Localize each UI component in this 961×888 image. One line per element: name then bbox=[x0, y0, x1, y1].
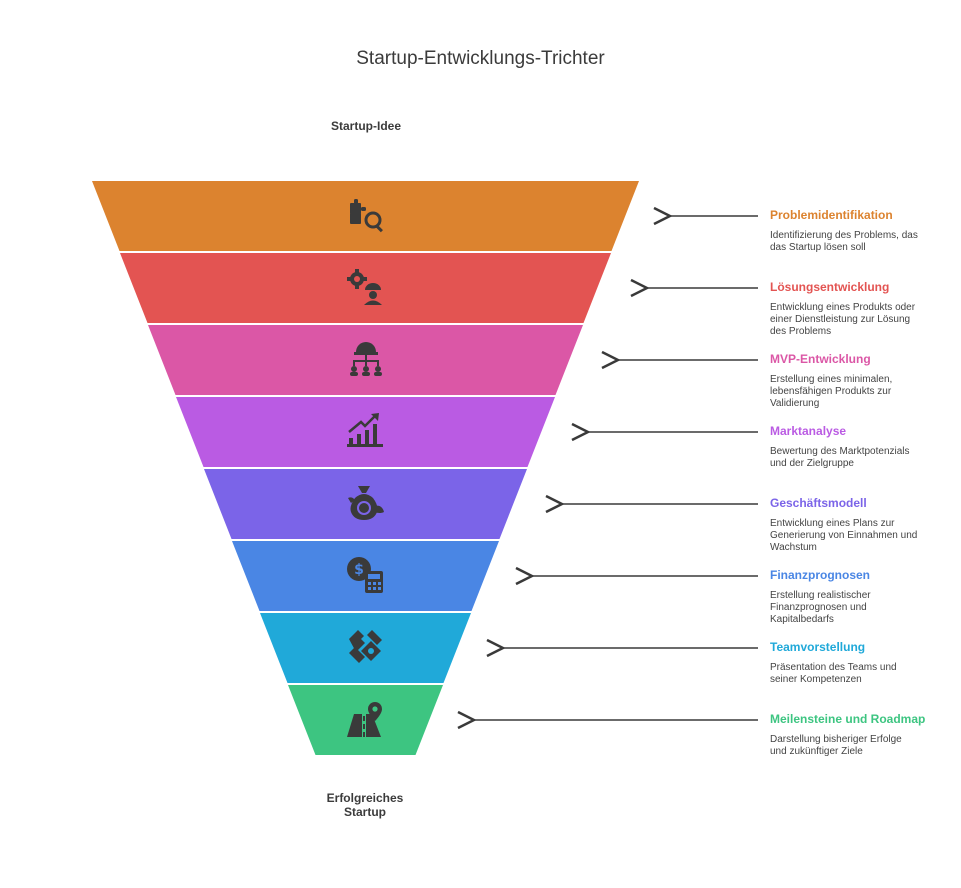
stage-desc-7: Präsentation des Teams und seiner Kompet… bbox=[770, 662, 897, 685]
dollar-calculator-icon: $ bbox=[347, 557, 383, 593]
stage-title-2: Lösungsentwicklung bbox=[770, 280, 890, 294]
stage-title-7: Teamvorstellung bbox=[770, 640, 866, 654]
stage-desc-5: Entwicklung eines Plans zur Generierung … bbox=[770, 518, 918, 553]
stage-title-6: Finanzprognosen bbox=[770, 568, 870, 582]
stage-desc-6: Erstellung realistischer Finanzprognosen… bbox=[770, 590, 871, 625]
funnel-bottom-label: Erfolgreiches Startup bbox=[300, 791, 430, 819]
stage-desc-3: Erstellung eines minimalen, lebensfähige… bbox=[770, 374, 893, 409]
stage-desc-4: Bewertung des Marktpotenzials und der Zi… bbox=[770, 446, 910, 469]
gears-worker-icon bbox=[347, 269, 382, 305]
stage-title-8: Meilensteine und Roadmap bbox=[770, 712, 926, 726]
stage-desc-8: Darstellung bisheriger Erfolge und zukün… bbox=[770, 734, 902, 757]
stage-title-4: Marktanalyse bbox=[770, 424, 847, 438]
money-bag-icon bbox=[348, 486, 384, 520]
funnel-segment-8 bbox=[288, 685, 443, 755]
stage-desc-1: Identifizierung des Problems, das das St… bbox=[770, 230, 918, 253]
stage-title-5: Geschäftsmodell bbox=[770, 496, 867, 510]
stage-title-3: MVP-Entwicklung bbox=[770, 352, 871, 366]
road-pin-icon bbox=[347, 702, 382, 737]
svg-text:$: $ bbox=[354, 562, 364, 578]
stage-title-1: Problemidentifikation bbox=[770, 208, 893, 222]
growth-chart-icon bbox=[347, 413, 383, 447]
diagram-title: Startup-Entwicklungs-Trichter bbox=[356, 48, 605, 69]
funnel-top-label: Startup-Idee bbox=[330, 119, 401, 133]
bottom-label-line1: Erfolgreiches bbox=[326, 791, 404, 805]
stage-desc-2: Entwicklung eines Produkts oder einer Di… bbox=[770, 302, 916, 337]
team-structure-icon bbox=[350, 342, 382, 376]
handshake-icon bbox=[349, 630, 382, 663]
puzzle-search-icon bbox=[350, 199, 383, 233]
bottom-label-line2: Startup bbox=[344, 805, 386, 819]
